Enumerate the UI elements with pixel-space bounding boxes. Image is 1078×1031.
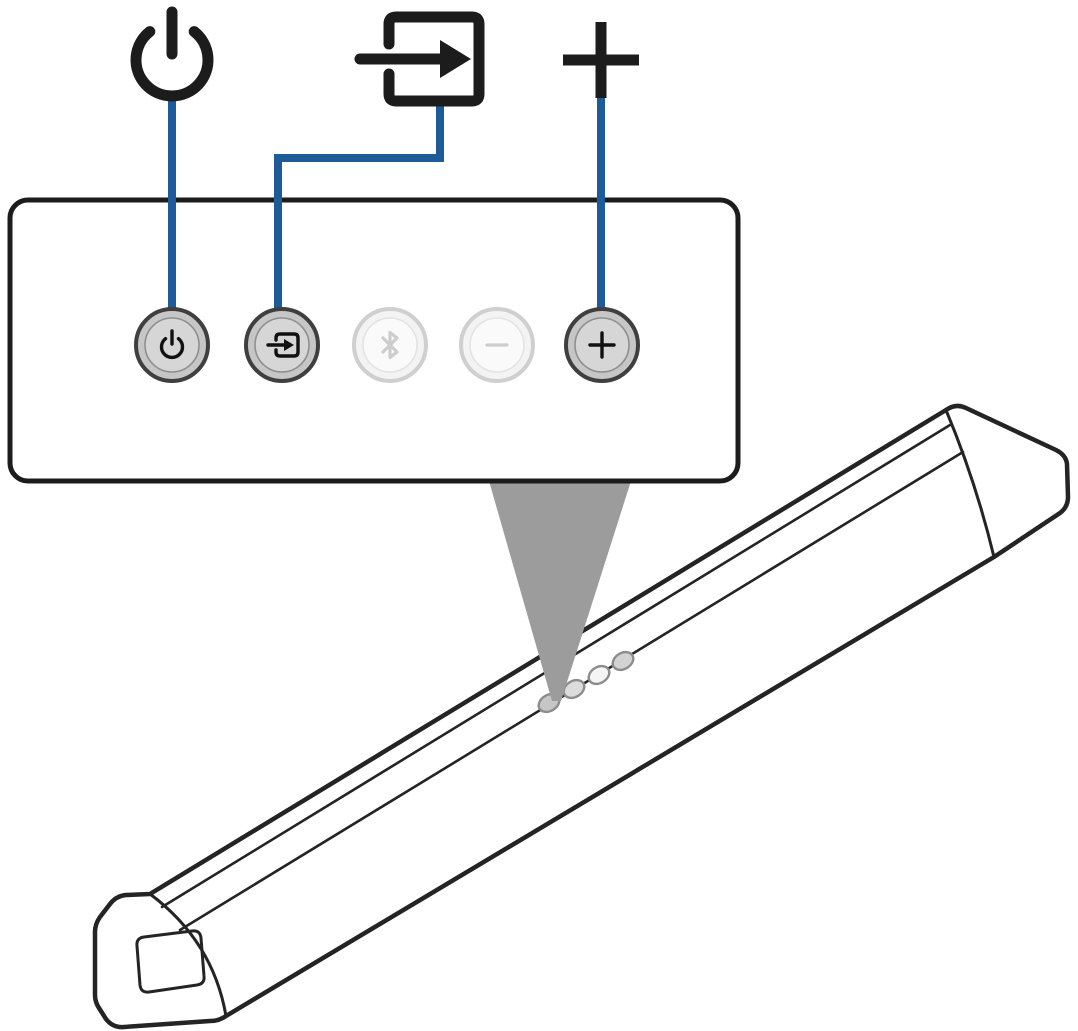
- bluetooth-icon: [381, 330, 399, 360]
- input-source-icon: [354, 11, 485, 107]
- power-icon: [130, 6, 214, 102]
- callout-lines: [168, 98, 605, 345]
- callout-line-input: [274, 103, 444, 345]
- power-icon: [159, 329, 185, 360]
- plus-icon: [588, 331, 616, 359]
- soundbar-body: [92, 403, 1071, 1030]
- panel-button-power: [134, 307, 210, 383]
- magnifier-wedge: [489, 481, 631, 701]
- indicator-dot: [562, 678, 586, 700]
- panel-button-input: [244, 307, 320, 383]
- soundbar-port-opening: [135, 929, 206, 994]
- soundbar-indicator-dots: [537, 650, 635, 714]
- input-source-icon: [266, 332, 300, 358]
- indicator-dot: [587, 664, 611, 686]
- plus-icon: [563, 22, 639, 98]
- indicator-dot: [611, 650, 635, 672]
- panel-button-volume-down: [459, 307, 535, 383]
- panel-button-bluetooth: [352, 307, 428, 383]
- soundbar-right-end-edge: [944, 408, 996, 559]
- panel-button-volume-up: [564, 307, 640, 383]
